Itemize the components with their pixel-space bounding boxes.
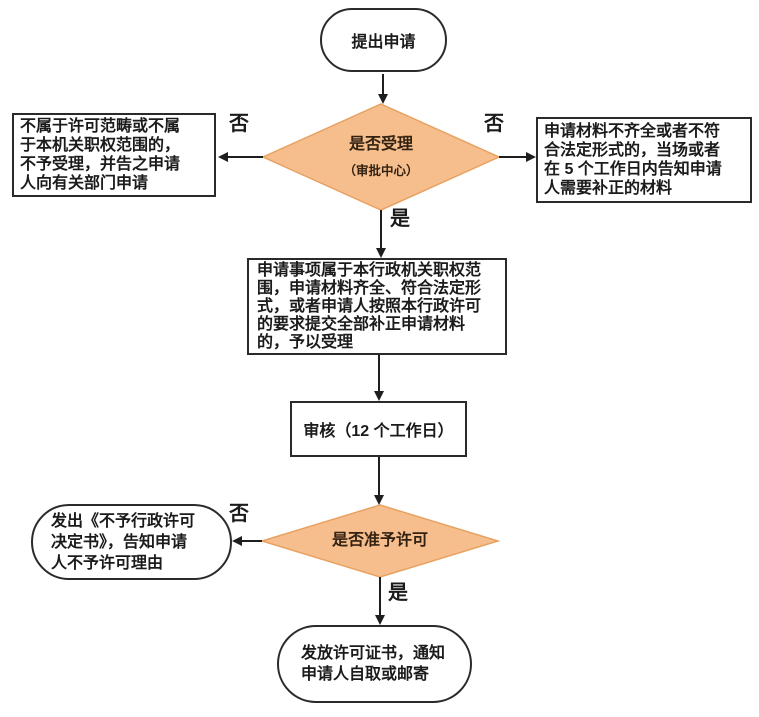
reject-scope-line: 不予受理，并告之申请	[20, 156, 181, 173]
start-node-label: 提出申请	[351, 34, 416, 51]
accepted-box: 申请事项属于本行政机关职权范 围，申请材料齐全、符合法定形 式，或者申请人按照本…	[247, 258, 507, 355]
arrowhead-left-icon	[232, 536, 242, 546]
edge-label-accept-yes: 是	[390, 208, 410, 230]
edge-label-accept-no-left: 否	[229, 113, 249, 135]
accepted-line: 式，或者申请人按照本行政许可	[257, 297, 482, 315]
accepted-line: 申请事项属于本行政机关职权范	[257, 261, 482, 279]
reject-scope-box: 不属于许可范畴或不属 于本机关职权范围的， 不予受理，并告之申请 人向有关部门申…	[12, 113, 216, 197]
edge-label-grant-yes: 是	[388, 582, 408, 604]
accepted-line: 的，予以受理	[257, 333, 354, 351]
accepted-line: 的要求提交全部补正申请材料	[257, 315, 466, 333]
accepted-line: 围，申请材料齐全、符合法定形	[257, 279, 482, 297]
incomplete-materials-line: 申请材料不齐全或者不符	[544, 123, 721, 140]
accept-decision-title: 是否受理	[348, 136, 413, 153]
deny-notice-node: 发出《不予行政许可 决定书》，告知申请 人不予许可理由	[31, 504, 232, 580]
arrowhead-down-icon	[374, 495, 384, 505]
reject-scope-line: 人向有关部门申请	[20, 175, 149, 192]
deny-notice-line: 人不予许可理由	[51, 554, 164, 572]
incomplete-materials-line: 人需要补正的材料	[544, 180, 673, 197]
issue-certificate-line: 申请人自取或邮寄	[301, 666, 430, 683]
accept-decision-label: 是否受理 （审批中心）	[263, 104, 499, 210]
arrowhead-down-icon	[376, 248, 386, 258]
deny-notice-line: 决定书》，告知申请	[51, 533, 188, 551]
incomplete-materials-line: 合法定形式的，当场或者	[544, 142, 721, 159]
arrowhead-down-icon	[375, 615, 385, 625]
edge-label-grant-no: 否	[229, 503, 249, 525]
edge-label-accept-no-right: 否	[484, 113, 504, 135]
arrowhead-down-icon	[374, 391, 384, 401]
accept-decision-subtitle: （审批中心）	[343, 164, 419, 178]
review-box: 审核（12 个工作日）	[290, 401, 467, 457]
deny-notice-line: 发出《不予行政许可	[51, 512, 196, 530]
reject-scope-line: 不属于许可范畴或不属	[20, 118, 181, 135]
arrowhead-left-icon	[218, 152, 228, 162]
review-box-label: 审核（12 个工作日）	[303, 423, 454, 440]
grant-decision-title: 是否准予许可	[331, 532, 428, 549]
issue-certificate-line: 发放许可证书，通知	[301, 645, 446, 662]
reject-scope-line: 于本机关职权范围的，	[20, 137, 181, 154]
incomplete-materials-line: 在 5 个工作日内告知申请	[544, 161, 722, 178]
arrowhead-down-icon	[378, 94, 388, 104]
grant-decision-label: 是否准予许可	[262, 505, 498, 577]
issue-certificate-node: 发放许可证书，通知 申请人自取或邮寄	[277, 625, 472, 703]
incomplete-materials-box: 申请材料不齐全或者不符 合法定形式的，当场或者 在 5 个工作日内告知申请 人需…	[536, 117, 752, 203]
arrowhead-right-icon	[526, 152, 536, 162]
start-node: 提出申请	[320, 8, 447, 72]
